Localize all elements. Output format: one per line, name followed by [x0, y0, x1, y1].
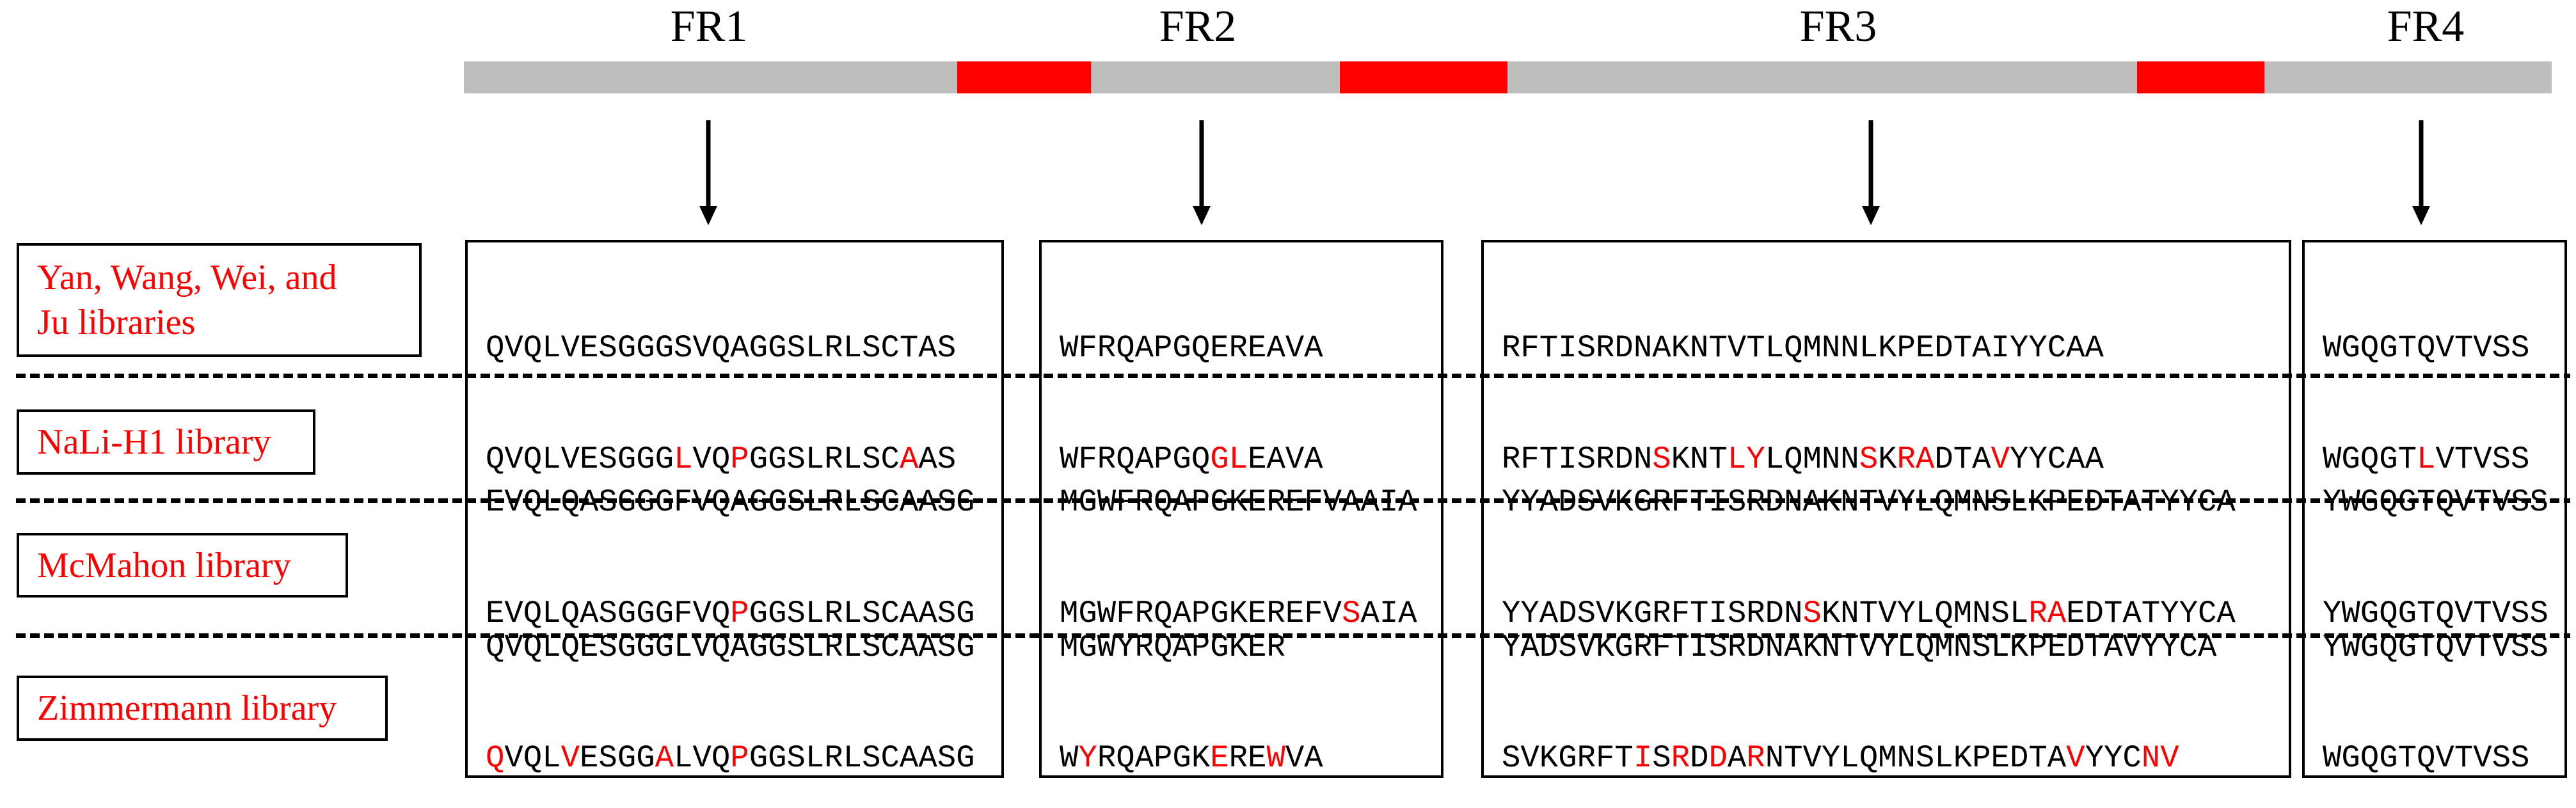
library-box-zimmermann: Zimmermann library — [17, 676, 388, 741]
arrow-head — [1193, 206, 1211, 225]
library-box-mcmahon: McMahon library — [17, 533, 348, 598]
seq-cell-yan-fr3: RFTISRDNAKNTVTLQMNNLKPEDTAIYYCAA RFTISRD… — [1484, 242, 2289, 477]
sequence-line: WYRQAPGKEREWVA — [1060, 740, 1323, 776]
alignment-column-fr2: WFRQAPGQEREAVA WFRQAPGQGLEAVA MGWFRQAPGK… — [1039, 240, 1443, 778]
cdr2-segment — [1340, 61, 1507, 93]
seq-cell-zimmermann-fr3: SVKGRFTISRDDARNTVYLQMNSLKPEDTAVYYCNV SVK… — [1484, 633, 2289, 776]
sequence-line: RFTISRDNAKNTVTLQMNNLKPEDTAIYYCAA — [1502, 330, 2104, 366]
sequence-line: WFRQAPGQGLEAVA — [1060, 441, 1323, 477]
sequence-line: YYADSVKGRFTISRDNSKNTVYLQMNSLRAEDTATYYCA — [1502, 596, 2236, 631]
fr4-label: FR4 — [2387, 2, 2465, 51]
seq-cell-yan-fr1: QVQLVESGGGSVQAGGSLRLSCTAS QVQLVESGGGLVQP… — [468, 242, 1001, 477]
fr1-label: FR1 — [670, 2, 748, 51]
arrow-head — [1862, 206, 1880, 225]
arrow-head — [699, 206, 717, 225]
library-label-line: Zimmermann library — [37, 688, 337, 728]
cdr3-segment — [2137, 61, 2264, 93]
alignment-column-fr3: RFTISRDNAKNTVTLQMNNLKPEDTAIYYCAA RFTISRD… — [1481, 240, 2291, 778]
sequence-line: QVQLVESGGGSVQAGGSLRLSCTAS — [486, 330, 957, 366]
fr3-label: FR3 — [1799, 2, 1877, 51]
cdr1-segment — [957, 61, 1091, 93]
sequence-line: WGQGTLVTVSS — [2323, 441, 2530, 477]
alignment-column-fr1: QVQLVESGGGSVQAGGSLRLSCTAS QVQLVESGGGLVQP… — [465, 240, 1004, 778]
library-box-nali-h1: NaLi-H1 library — [17, 409, 315, 475]
arrow-shaft — [706, 120, 711, 207]
sequence-line: WGQGTQVTVSS — [2323, 740, 2530, 776]
library-label-line: NaLi-H1 library — [37, 422, 271, 462]
arrow-shaft — [2419, 120, 2424, 207]
arrow-shaft — [1868, 120, 1873, 207]
sequence-line: SVKGRFTISRDDARNTVYLQMNSLKPEDTAVYYCNV — [1502, 740, 2179, 776]
arrow-head — [2412, 206, 2430, 225]
library-label-line: McMahon library — [37, 545, 291, 585]
seq-cell-zimmermann-fr1: QVQLVESGGALVQPGGSLRLSCAASG QVQLQESGGGLVQ… — [468, 633, 1001, 776]
sequence-line: WFRQAPGQEREAVA — [1060, 330, 1323, 366]
library-label-line: Ju libraries — [37, 303, 196, 342]
down-arrow-fr4 — [2412, 120, 2430, 225]
alignment-column-fr4: WGQGTQVTVSS WGQGTLVTVSS YWGQGTQVTVSS YWG… — [2302, 240, 2567, 778]
seq-cell-zimmermann-fr2: WYRQAPGKEREWVA WYRQAPGKQRELVA WFRQAPGKER… — [1042, 633, 1441, 776]
down-arrow-fr1 — [699, 120, 717, 225]
sequence-line: QVQLVESGGGLVQPGGSLRLSCAAS — [486, 441, 957, 477]
seq-cell-zimmermann-fr4: WGQGTQVTVSS WGQGTQVTVSS WGQGTQVTVSS — [2305, 633, 2564, 776]
row-divider-1 — [16, 374, 2570, 378]
seq-cell-yan-fr2: WFRQAPGQEREAVA WFRQAPGQGLEAVA — [1042, 242, 1441, 477]
arrow-shaft — [1199, 120, 1204, 207]
down-arrow-fr2 — [1193, 120, 1211, 225]
sequence-line: MGWFRQAPGKEREFVSAIA — [1060, 596, 1417, 631]
sequence-line: RFTISRDNSKNTLYLQMNNSKRADTAVYYCAA — [1502, 441, 2104, 477]
sequence-line: WGQGTQVTVSS — [2323, 330, 2530, 366]
seq-cell-yan-fr4: WGQGTQVTVSS WGQGTLVTVSS — [2305, 242, 2564, 477]
row-divider-2 — [16, 498, 2570, 503]
library-label-line: Yan, Wang, Wei, and — [37, 258, 337, 297]
row-divider-3 — [16, 633, 2570, 638]
library-box-yan-wang-wei-ju: Yan, Wang, Wei, and Ju libraries — [17, 243, 422, 357]
sequence-line: EVQLQASGGGFVQPGGSLRLSCAASG — [486, 596, 975, 631]
sequence-line: YWGQGTQVTVSS — [2323, 596, 2548, 631]
fr2-label: FR2 — [1159, 2, 1237, 51]
down-arrow-fr3 — [1862, 120, 1880, 225]
sequence-line: QVQLVESGGALVQPGGSLRLSCAASG — [486, 740, 975, 776]
